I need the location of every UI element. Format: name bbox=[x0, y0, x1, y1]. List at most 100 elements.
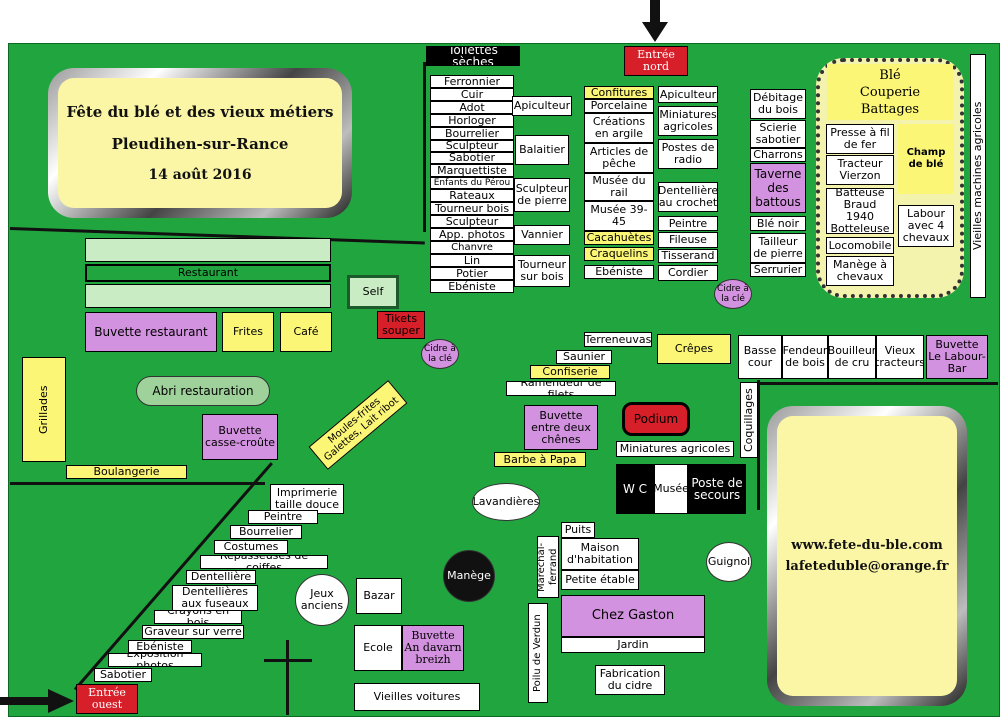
stand: Ferronnier bbox=[430, 75, 514, 88]
stand: Craquelins bbox=[584, 247, 654, 261]
champ-de-ble: Champ de blé bbox=[898, 124, 954, 194]
stand: Adot bbox=[430, 101, 514, 114]
stand: Rateaux bbox=[430, 189, 514, 202]
podium: Podium bbox=[622, 402, 690, 436]
stand: Sculpteur bbox=[430, 215, 514, 228]
stand: Fileuse bbox=[658, 232, 718, 248]
fabrication-cidre: Fabrication du cidre bbox=[595, 665, 665, 695]
stand: Tourneur bois bbox=[430, 202, 514, 215]
contact-panel: www.fete-du-ble.com lafeteduble@orange.f… bbox=[767, 406, 967, 706]
vieilles-machines: Vieilles machines agricoles bbox=[970, 54, 986, 298]
toilets-label: Toilettes sèches bbox=[426, 46, 520, 66]
stand: Sabotier bbox=[94, 668, 152, 682]
stand: Crayons en bois bbox=[154, 610, 242, 624]
buvette-restaurant: Buvette restaurant bbox=[85, 312, 217, 352]
stand: Articles de pêche bbox=[584, 143, 654, 173]
stand: Tailleur de pierre bbox=[750, 233, 806, 263]
poilu-de-verdun: Poilu de Verdun bbox=[528, 603, 548, 703]
buvette-an-davarn: Buvette An davarn breizh bbox=[402, 625, 464, 671]
email-link[interactable]: lafeteduble@orange.fr bbox=[785, 559, 949, 574]
ble-item: Tracteur Vierzon bbox=[826, 155, 894, 185]
abri-restauration: Abri restauration bbox=[136, 376, 270, 406]
stand: Bourrelier bbox=[230, 525, 302, 539]
petite-etable: Petite étable bbox=[561, 570, 639, 590]
stand: Dentellière bbox=[186, 570, 256, 584]
stand: Serrurier bbox=[750, 263, 806, 277]
self-service: Self bbox=[347, 275, 399, 309]
stand: Sabotier bbox=[430, 152, 514, 164]
lavandieres: Lavandières bbox=[472, 483, 540, 521]
stand: Vannier bbox=[514, 225, 570, 245]
website-link[interactable]: www.fete-du-ble.com bbox=[791, 538, 943, 553]
title-panel: Fête du blé et des vieux métiers Pleudih… bbox=[48, 68, 352, 218]
restaurant-bar bbox=[85, 284, 331, 308]
cidre-stand: Cidre à la clé bbox=[421, 339, 459, 369]
miniatures-agricoles: Miniatures agricoles bbox=[616, 441, 734, 457]
north-arrow-icon bbox=[642, 0, 668, 42]
stand: Apiculteur bbox=[512, 96, 572, 116]
stand: Taverne des battous bbox=[750, 163, 806, 213]
stand: Musée du rail bbox=[584, 173, 654, 201]
stand: Cacahuètes bbox=[584, 231, 654, 245]
stand: Potier bbox=[430, 267, 514, 280]
stand: Enfants du Pérou bbox=[430, 177, 514, 189]
cross-horizontal bbox=[264, 659, 312, 662]
entrance-north[interactable]: Entrée nord bbox=[624, 46, 688, 76]
cafe-stand: Café bbox=[280, 312, 332, 352]
ble-item: Manège à chevaux bbox=[826, 256, 894, 286]
marechal-ferrand: Maréchal-ferrand bbox=[537, 536, 559, 598]
cidre-stand: Cidre à la clé bbox=[714, 279, 752, 309]
festival-title: Fête du blé et des vieux métiers bbox=[66, 103, 334, 121]
restaurant-bar bbox=[85, 238, 331, 262]
stand: Basse cour bbox=[738, 335, 782, 379]
jardin: Jardin bbox=[561, 637, 705, 653]
vieilles-voitures: Vieilles voitures bbox=[354, 683, 480, 711]
road-line bbox=[757, 380, 760, 510]
stand: Peintre bbox=[248, 510, 318, 524]
chez-gaston: Chez Gaston bbox=[561, 595, 705, 637]
grillades: Grillades bbox=[22, 357, 66, 462]
stand: Horloger bbox=[430, 114, 514, 127]
stand: Confitures bbox=[584, 86, 654, 99]
stand: Dentellières aux fuseaux bbox=[172, 585, 258, 611]
labour-chevaux: Labour avec 4 chevaux bbox=[898, 205, 954, 247]
frites-stand: Frites bbox=[222, 312, 274, 352]
stand: App. photos bbox=[430, 228, 514, 241]
stand: Miniatures agricoles bbox=[658, 106, 718, 136]
festival-place: Pleudihen-sur-Rance bbox=[111, 135, 289, 153]
west-arrow-icon bbox=[0, 689, 74, 713]
stand: Scierie sabotier bbox=[750, 120, 806, 148]
stand: Imprimerie taille douce bbox=[270, 484, 344, 514]
ble-header: Blé Couperie Battages bbox=[827, 64, 953, 120]
entrance-west[interactable]: Entrée ouest bbox=[76, 684, 138, 714]
stand: Cuir bbox=[430, 88, 514, 101]
saunier: Saunier bbox=[556, 350, 612, 364]
stand: Blé noir bbox=[750, 216, 806, 231]
barbe-a-papa: Barbe à Papa bbox=[494, 452, 586, 467]
ble-item: Locomobile bbox=[826, 237, 894, 254]
stand: Fendeur de bois bbox=[782, 335, 828, 379]
bazar: Bazar bbox=[356, 578, 402, 614]
stand: Graveur sur verre bbox=[142, 625, 244, 639]
ble-item: Batteuse Braud 1940 Botteleuse bbox=[826, 188, 894, 234]
stand: Postes de radio bbox=[658, 139, 718, 169]
stand: Balaitier bbox=[515, 135, 569, 165]
coquillages: Coquillages bbox=[740, 382, 758, 458]
buvette-labour-bar: Buvette Le Labour-Bar bbox=[926, 335, 988, 379]
road-line bbox=[740, 382, 998, 385]
stand: Apiculteur bbox=[658, 86, 718, 103]
stand: Tourneur sur bois bbox=[514, 255, 570, 287]
stand: Ebéniste bbox=[128, 640, 192, 653]
cross-vertical bbox=[286, 640, 289, 715]
stand: Dentellière au crochet bbox=[658, 182, 718, 212]
road-line bbox=[10, 482, 265, 485]
buvette-casse-croute: Buvette casse-croûte bbox=[202, 414, 278, 460]
stand: Charrons bbox=[750, 148, 806, 162]
restaurant-label: Restaurant bbox=[85, 264, 331, 282]
terreneuvas: Terreneuvas bbox=[584, 332, 652, 347]
stand: Ebéniste bbox=[584, 265, 654, 279]
festival-date: 14 août 2016 bbox=[148, 167, 252, 183]
stand: Musée 39-45 bbox=[584, 201, 654, 231]
stand: Créations en argile bbox=[584, 113, 654, 143]
puits: Puits bbox=[561, 522, 595, 538]
